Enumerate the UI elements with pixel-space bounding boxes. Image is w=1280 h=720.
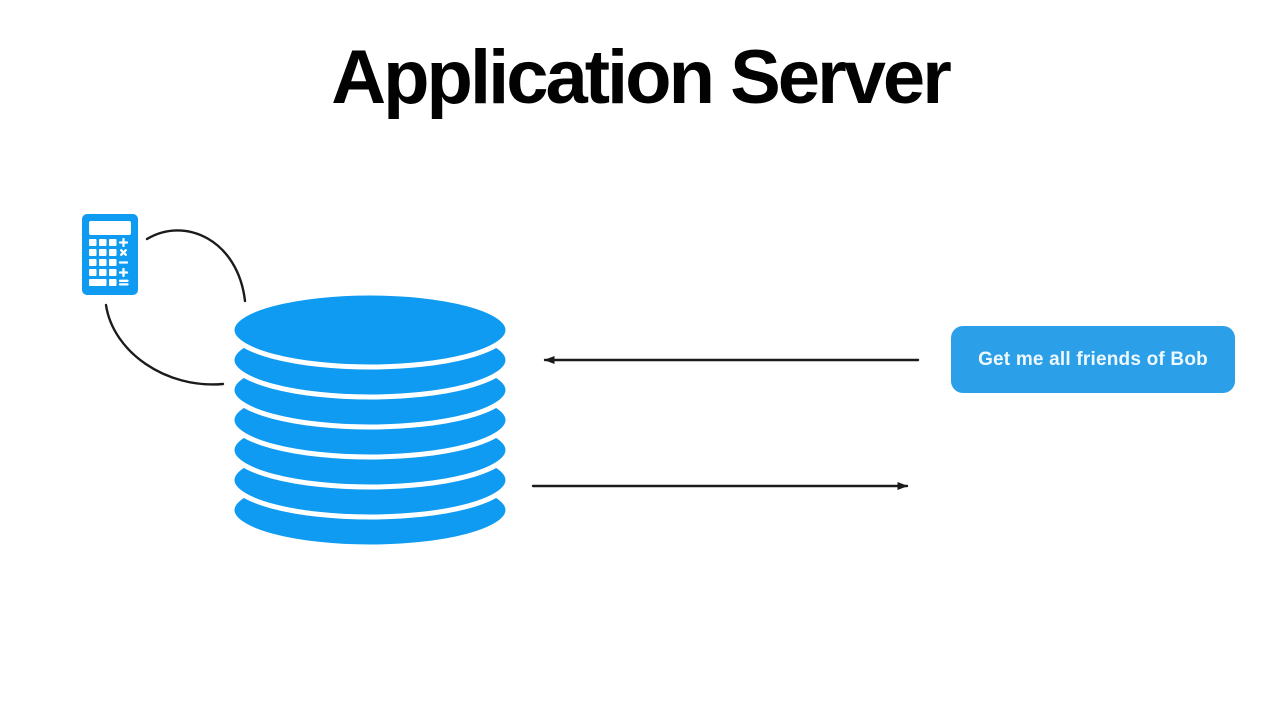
- request-box: Get me all friends of Bob: [951, 326, 1235, 393]
- page-title: Application Server: [331, 35, 952, 120]
- request-box-label: Get me all friends of Bob: [978, 348, 1208, 370]
- database-icon: [229, 290, 511, 550]
- calculator-keys: [89, 239, 117, 286]
- calculator-operator-keys: [118, 237, 129, 286]
- loop-curve-bottom: [104, 303, 225, 386]
- loop-curve-top: [145, 229, 247, 303]
- calculator-icon: [82, 214, 138, 295]
- database-disk: [229, 290, 511, 370]
